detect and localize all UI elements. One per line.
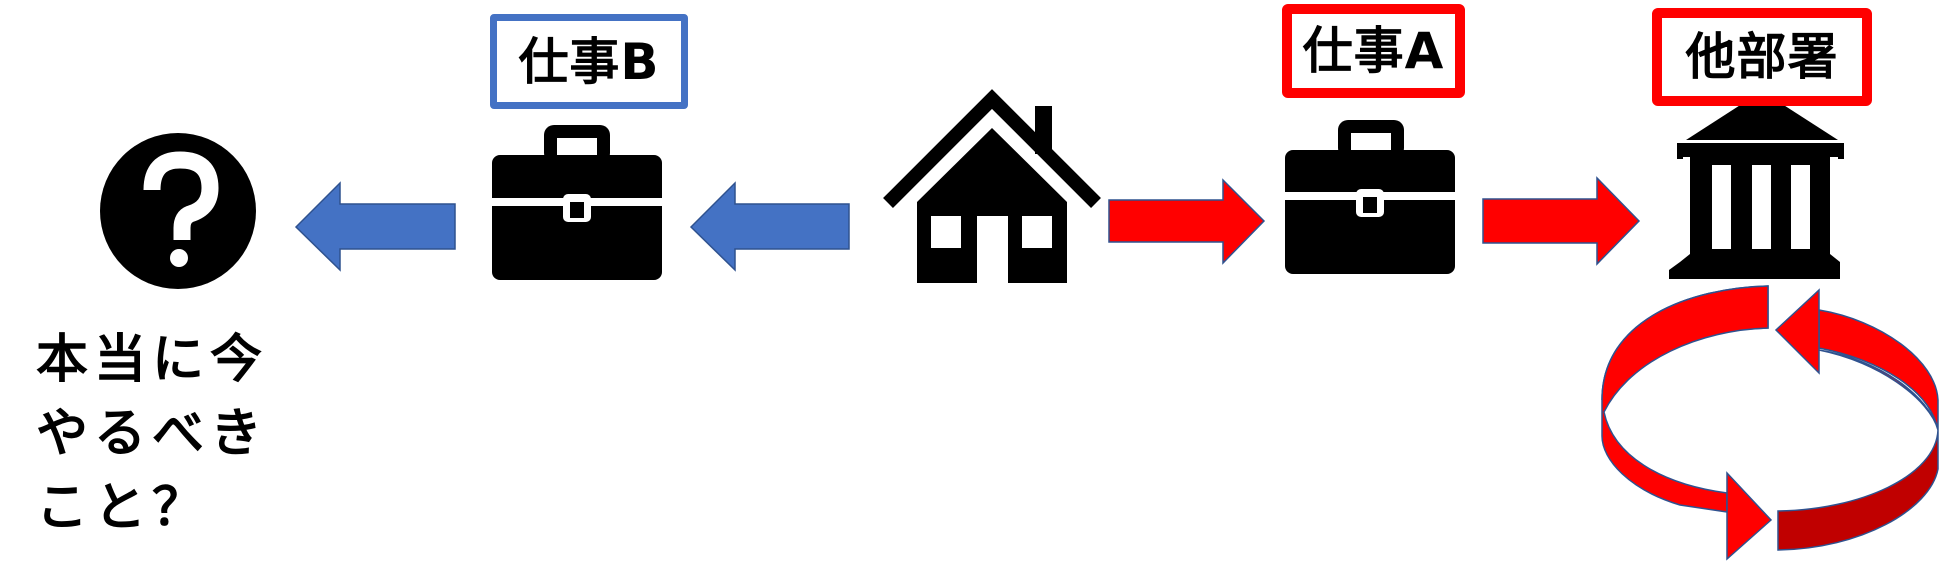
label-other-department: 他部署 <box>1652 8 1872 106</box>
question-line: こと？ <box>36 478 211 538</box>
briefcase-icon <box>1285 120 1455 274</box>
label-other-department-text: 他部署 <box>1685 28 1839 86</box>
label-job-b-text: 仕事B <box>518 32 660 91</box>
right-arrow-red <box>1108 178 1266 265</box>
house-icon <box>883 89 1101 283</box>
left-arrow-blue <box>294 181 456 272</box>
question-text: 本当に今 やるべき こと？ <box>36 323 286 545</box>
question-line: 本当に今 <box>36 330 269 390</box>
government-building-icon <box>1669 91 1844 279</box>
cycle-arrows-icon <box>1601 285 1939 561</box>
right-arrow-red <box>1482 176 1641 266</box>
briefcase-icon <box>492 125 662 280</box>
left-arrow-blue <box>689 181 850 272</box>
question-line: やるべき <box>36 404 269 464</box>
question-circle-icon <box>100 133 256 289</box>
label-job-b: 仕事B <box>490 14 688 109</box>
label-job-a: 仕事A <box>1282 4 1465 98</box>
label-job-a-text: 仕事A <box>1302 22 1445 80</box>
